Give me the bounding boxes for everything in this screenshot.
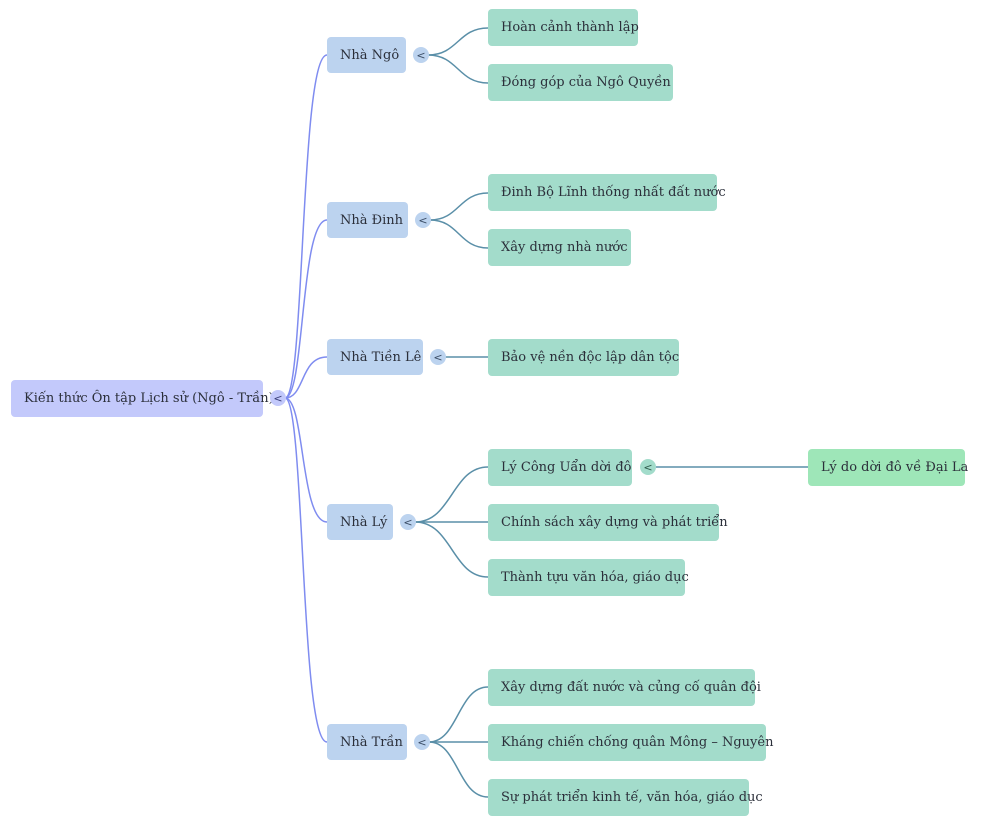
topic-khang-chien-mong-nguyen[interactable]: Kháng chiến chống quân Mông – Nguyên [488,724,773,761]
topic-dinh-bo-linh[interactable]: Đinh Bộ Lĩnh thống nhất đất nước [488,174,726,211]
collapse-toggle-nha-tran[interactable]: < [414,734,430,750]
root-node[interactable]: Kiến thức Ôn tập Lịch sử (Ngô - Trần) [11,380,274,417]
topic-ly-do-doi-do[interactable]: Lý do dời đô về Đại La [808,449,968,486]
connector-tran-3 [428,741,489,798]
connector-root-tienle [284,356,328,399]
connector-ly-3 [414,521,489,578]
topic-dong-gop-ngo-quyen[interactable]: Đóng góp của Ngô Quyền [488,64,673,101]
connector-ly-1 [414,466,489,523]
branch-nha-dinh[interactable]: Nhà Đinh [327,202,408,238]
connector-root-ly [284,397,328,523]
collapse-toggle-nha-tien-le[interactable]: < [430,349,446,365]
topic-xay-dung-dat-nuoc[interactable]: Xây dựng đất nước và củng cố quân đội [488,669,761,706]
topic-thanh-tuu-van-hoa[interactable]: Thành tựu văn hóa, giáo dục [488,559,689,596]
connector-ngo-2 [427,54,489,84]
collapse-toggle-nha-ngo[interactable]: < [413,47,429,63]
collapse-toggle-root[interactable]: < [270,390,286,406]
collapse-toggle-nha-ly[interactable]: < [400,514,416,530]
connector-root-tran [284,397,328,743]
connector-dinh-1 [429,192,489,221]
topic-bao-ve-doc-lap[interactable]: Bảo vệ nền độc lập dân tộc [488,339,679,376]
topic-chinh-sach-xay-dung[interactable]: Chính sách xây dựng và phát triển [488,504,728,541]
branch-nha-ngo[interactable]: Nhà Ngô [327,37,406,73]
topic-hoan-canh-thanh-lap[interactable]: Hoàn cảnh thành lập [488,9,639,46]
connector-root-dinh [284,219,328,399]
connector-ngo-1 [427,27,489,56]
topic-ly-cong-uan-doi-do[interactable]: Lý Công Uẩn dời đô [488,449,632,486]
collapse-toggle-ly-cong-uan[interactable]: < [640,459,656,475]
connector-root-ngo [284,54,328,399]
branch-nha-ly[interactable]: Nhà Lý [327,504,393,540]
branch-nha-tien-le[interactable]: Nhà Tiền Lê [327,339,423,375]
connector-dinh-2 [429,219,489,249]
collapse-toggle-nha-dinh[interactable]: < [415,212,431,228]
branch-nha-tran[interactable]: Nhà Trần [327,724,407,760]
topic-xay-dung-nha-nuoc[interactable]: Xây dựng nhà nước [488,229,631,266]
topic-phat-trien-kinh-te[interactable]: Sự phát triển kinh tế, văn hóa, giáo dục [488,779,763,816]
connector-tran-1 [428,686,489,743]
